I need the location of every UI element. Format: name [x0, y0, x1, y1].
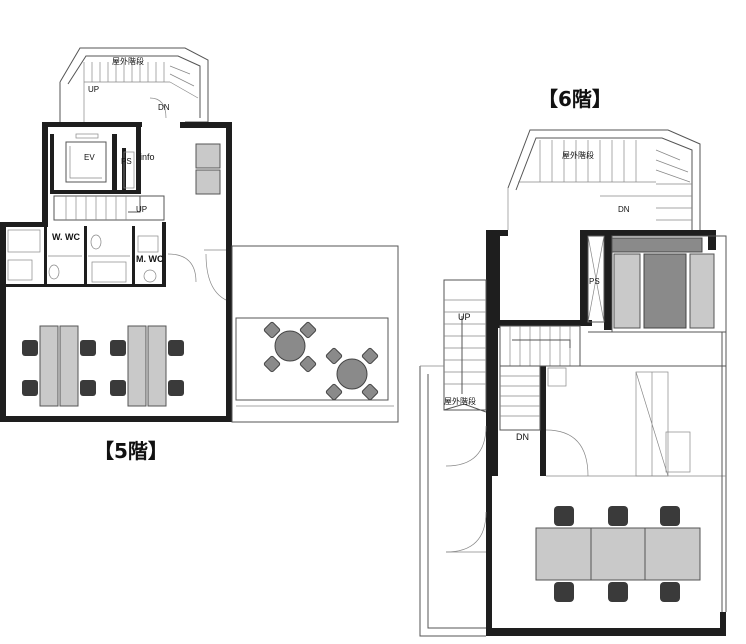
floor-6-outdoor-stair-top: [507, 129, 701, 230]
floor-6-plan: 【6階】: [419, 87, 727, 637]
floor-5-door: [167, 253, 197, 283]
floor-5-desk-group-right: [110, 325, 184, 407]
floor-5-label-info: info: [140, 152, 155, 162]
floor-5-elevator: [65, 133, 107, 183]
floor-6-label-outdoor-stair-top: 屋外階段: [562, 150, 594, 160]
floor-6-title: 【6階】: [538, 87, 612, 111]
floor-5-label-up-stair: UP: [136, 205, 147, 214]
floor-6-ps-shaft: [587, 235, 605, 323]
floor-5-label-womens-wc: W. WC: [52, 232, 80, 242]
floor-6-label-ps: PS: [589, 277, 600, 286]
floor-5-cabinet: [195, 143, 221, 169]
floor-5-label-dn: DN: [158, 103, 170, 112]
terrace-table-set: [325, 347, 379, 401]
floor-6-outdoor-stair-left: [443, 279, 487, 413]
floor-5-label-up: UP: [88, 85, 99, 94]
terrace-table-set: [263, 321, 317, 373]
floor-5-ps-shaft: [123, 151, 135, 189]
floor-6-balcony: [419, 365, 487, 637]
floor-5-terrace: [231, 245, 399, 423]
floor-6-interior-stair: [499, 325, 581, 431]
floor-5-door: [205, 253, 227, 301]
floor-6-walls: [486, 230, 726, 636]
floor-5-label-outdoor-stair: 屋外階段: [112, 56, 144, 66]
floor-5-interior-stair: [53, 195, 165, 221]
floor-5-label-ps: PS: [121, 157, 132, 166]
floor-5-label-ev: EV: [84, 153, 95, 162]
floor-5-label-mens-wc: M. WC: [136, 254, 164, 264]
floor-6-cabinets: [611, 235, 727, 333]
floor-5-plan: 屋外階段 UP DN EV PS info UP W. WC M. WC 【5階…: [0, 47, 399, 463]
floor-6-label-outdoor-stair-left: 屋外階段: [444, 396, 476, 406]
floor-5-toilets: [7, 229, 159, 283]
floor-6-label-dn-stair: DN: [516, 432, 529, 442]
floor-6-main-room: [545, 331, 727, 612]
floor-5-desk-group-left: [22, 325, 96, 407]
floor-5-walls: [0, 122, 232, 422]
floor-5-title: 【5階】: [94, 439, 168, 463]
floor-6-label-dn-top: DN: [618, 205, 630, 214]
floor-5-cabinet: [195, 169, 221, 195]
floor-6-conference-table: [535, 506, 701, 602]
floor-6-label-up: UP: [458, 312, 471, 322]
